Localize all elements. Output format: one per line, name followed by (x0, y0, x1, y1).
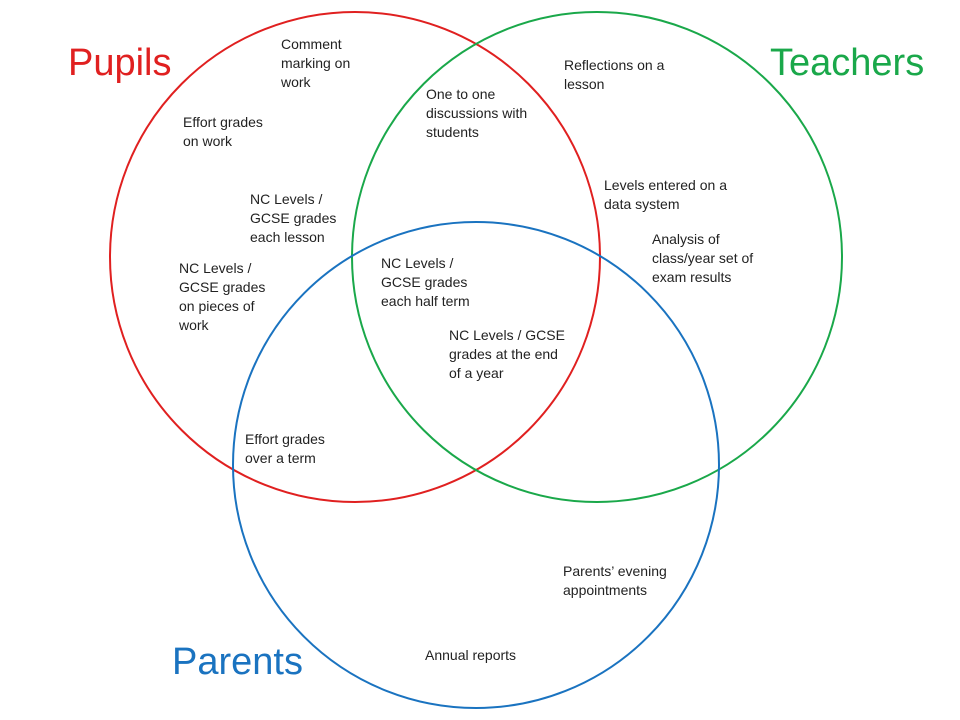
item-effort-grades-term: Effort grades over a term (245, 431, 325, 466)
item-nc-levels-each-lesson: NC Levels / GCSE grades each lesson (250, 191, 337, 245)
item-nc-levels-end-of-year: NC Levels / GCSE grades at the end of a … (449, 327, 565, 381)
item-one-to-one-discussions: One to one discussions with students (426, 86, 528, 140)
item-levels-data-system: Levels entered on a data system (604, 177, 727, 212)
item-analysis-exam-results: Analysis of class/year set of exam resul… (652, 231, 754, 285)
pupils-title: Pupils (68, 42, 172, 84)
item-parents-evening: Parents’ evening appointments (563, 563, 667, 598)
item-annual-reports: Annual reports (425, 647, 517, 663)
item-reflections-lesson: Reflections on a lesson (564, 57, 665, 92)
item-nc-levels-half-term: NC Levels / GCSE grades each half term (381, 255, 470, 309)
parents-title: Parents (172, 641, 303, 683)
parents-circle (232, 221, 720, 709)
item-effort-grades-work: Effort grades on work (183, 114, 263, 149)
teachers-title: Teachers (770, 42, 925, 84)
item-comment-marking: Comment marking on work (281, 36, 351, 90)
item-nc-levels-pieces-of-work: NC Levels / GCSE grades on pieces of wor… (179, 260, 266, 333)
